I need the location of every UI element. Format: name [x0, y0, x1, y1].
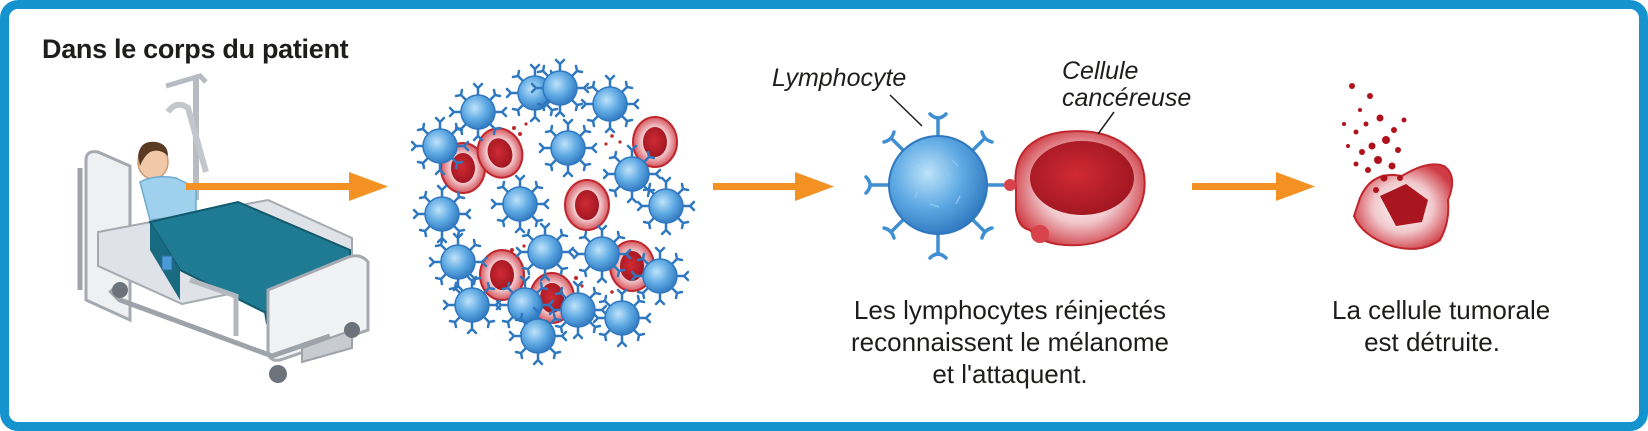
caption-destroy-line2: est détruite.: [1364, 327, 1500, 357]
arrow-destruction: [1192, 172, 1315, 201]
caption-attack-line2: reconnaissent le mélanome: [851, 327, 1169, 357]
lymphocyte-icon: [864, 112, 1006, 260]
caption-destroy-line1: La cellule tumorale: [1332, 295, 1551, 325]
caption-attack-line3: et l'attaquent.: [932, 359, 1088, 389]
caption-cell-destroyed: La cellule tumorale est détruite.: [1332, 294, 1551, 358]
label-lymphocyte: Lymphocyte: [772, 64, 906, 92]
label-cancer-cell-line2: cancéreuse: [1062, 84, 1191, 112]
hospital-bed-illustration: [77, 73, 370, 383]
label-cancer-cell-line1: Cellule: [1062, 57, 1138, 85]
arrow-recognition: [713, 172, 834, 201]
cancer-cell-icon: [1004, 130, 1146, 247]
arrow-infusion: [186, 172, 388, 201]
diagram-title: Dans le corps du patient: [42, 34, 349, 64]
destroyed-cell-icon: [1342, 83, 1454, 250]
caption-attack-line1: Les lymphocytes réinjectés: [853, 295, 1167, 325]
cell-cluster-illustration: [410, 58, 696, 366]
caption-lymphocyte-attack: Les lymphocytes réinjectés reconnaissent…: [820, 294, 1200, 390]
